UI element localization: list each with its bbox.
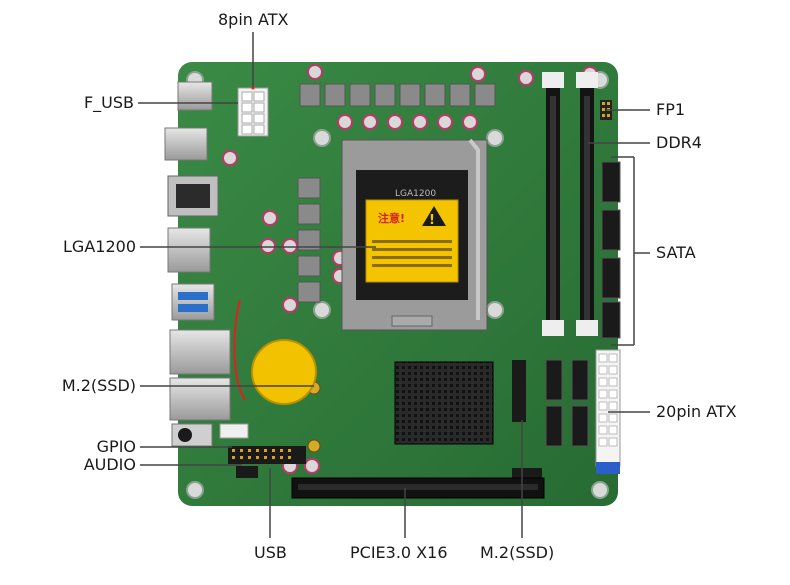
leader-lines: [138, 32, 650, 538]
label-atx8: 8pin ATX: [218, 10, 289, 29]
label-sata: SATA: [656, 243, 696, 262]
cmos-battery: [233, 299, 317, 405]
svg-text:!: !: [429, 213, 435, 228]
label-m2-bottom: M.2(SSD): [480, 543, 555, 562]
label-fp1: FP1: [656, 100, 686, 119]
label-atx20: 20pin ATX: [656, 402, 737, 421]
atx20-connector: [595, 349, 621, 474]
label-ddr4: DDR4: [656, 133, 702, 152]
atx8-connector: [237, 87, 269, 137]
dimm-slots: [542, 72, 598, 336]
chipset-heatsink: [394, 361, 494, 445]
label-usb-bottom: USB: [254, 543, 287, 562]
label-lga1200: LGA1200: [63, 237, 136, 256]
socket-label: LGA1200: [395, 189, 436, 199]
rear-io-ports: [164, 81, 231, 447]
label-f-usb: F_USB: [83, 93, 134, 112]
label-gpio: GPIO: [96, 437, 136, 456]
gpio-audio-headers: [219, 423, 306, 478]
vrm-chokes: [297, 83, 496, 303]
leader-dots: [251, 86, 255, 90]
cpu-socket: ! 注意! LGA1200: [341, 138, 488, 331]
pcie-slot: [291, 477, 545, 499]
warning-title: 注意!: [378, 211, 405, 225]
label-m2-left: M.2(SSD): [61, 376, 136, 395]
label-pcie: PCIE3.0 X16: [350, 543, 448, 562]
sata-connectors: [545, 161, 621, 447]
label-audio: AUDIO: [83, 455, 136, 474]
